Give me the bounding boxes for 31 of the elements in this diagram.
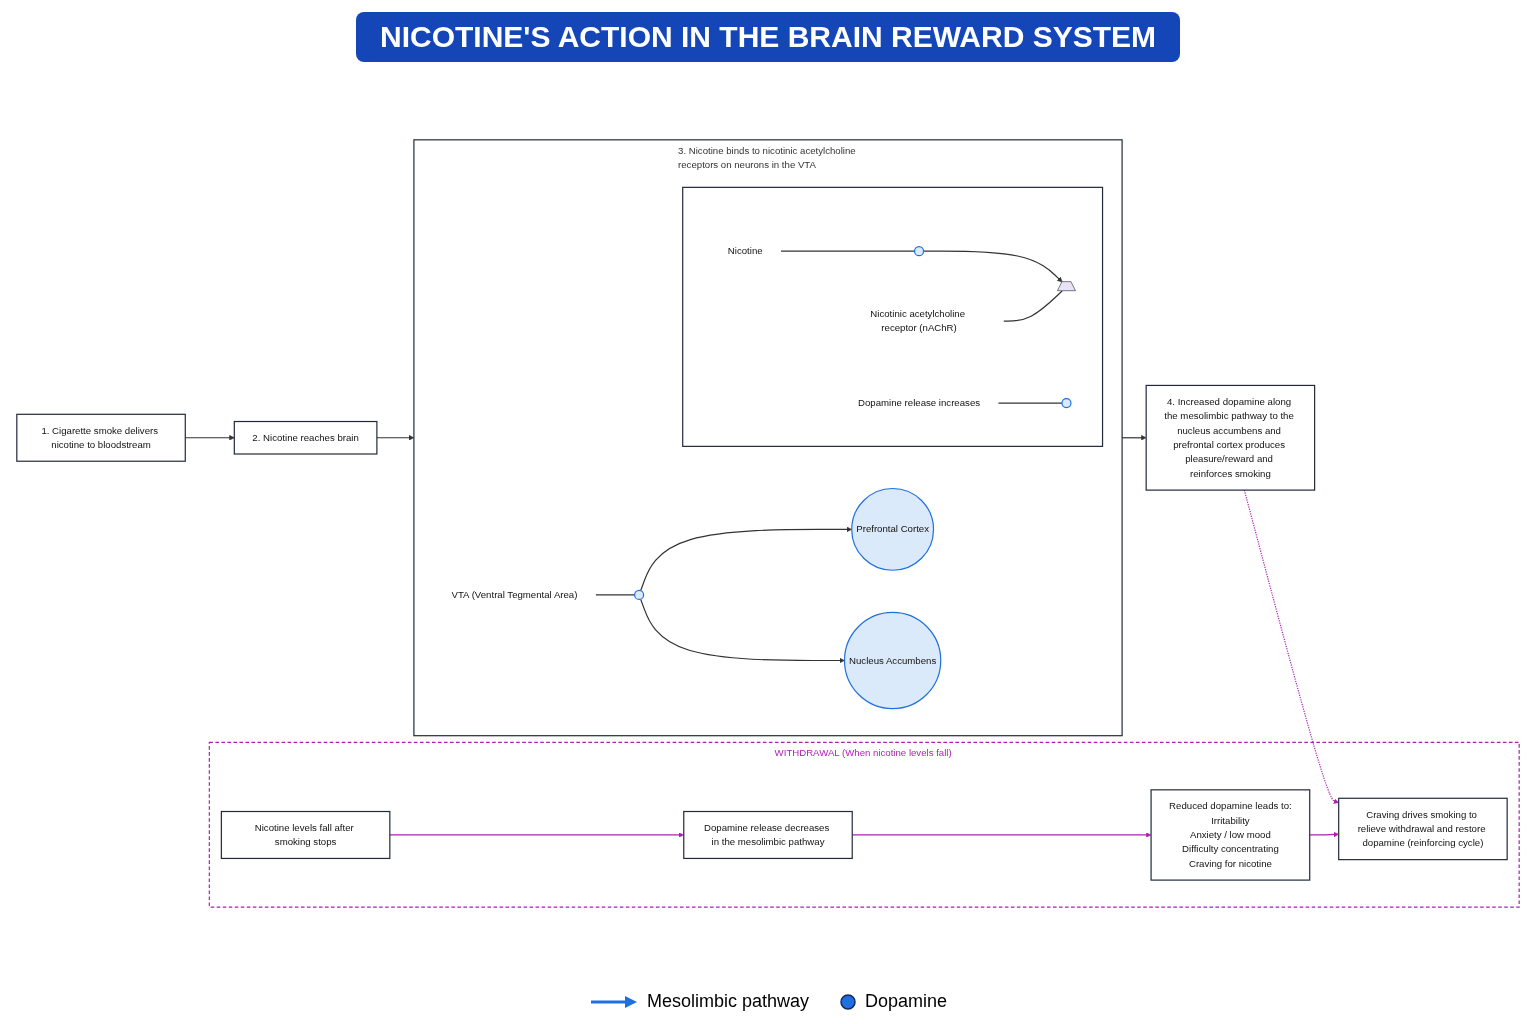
- arrow: [640, 526, 852, 592]
- node-picture: [1057, 281, 1076, 291]
- arrow: [389, 832, 684, 838]
- node-circle: Nucleus Accumbens: [843, 611, 942, 710]
- connector: [780, 250, 916, 252]
- cluster: [682, 186, 1104, 447]
- node-box: 2. Nicotine reaches brain: [233, 420, 378, 455]
- legend-text: Dopamine: [865, 991, 948, 1012]
- connector: [1002, 290, 1063, 322]
- title-banner: NICOTINE'S ACTION IN THE BRAIN REWARD SYSTEM: [355, 12, 1180, 62]
- node-circle: [913, 246, 925, 257]
- node-box: Craving drives smoking to relieve withdrawal and restore dopamine (reinforcing cycle): [1338, 797, 1508, 861]
- connector: [997, 402, 1063, 404]
- node-text: VTA (Ventral Tegmental Area): [451, 589, 578, 600]
- node-box: Nicotine levels fall after smoking stops: [220, 810, 391, 860]
- arrow: [640, 598, 845, 664]
- node-text: Nicotine: [727, 245, 763, 256]
- node-box: Dopamine release decreases in the mesolimbic pathway: [683, 810, 853, 860]
- node-box: 4. Increased dopamine along the mesolimbic pathway to the nucleus accumbens and prefrontal cortex produces pleasure/reward and reinforces smoking: [1145, 384, 1316, 491]
- connector: [594, 594, 636, 596]
- node-circle: [1061, 397, 1072, 409]
- node-box: Reduced dopamine leads to: Irritability Anxiety / low mood Difficulty concentrating Craving for nicotine: [1150, 789, 1311, 881]
- node-text: Nicotinic acetylcholine receptor (nAChR): [870, 308, 966, 334]
- legend-text: Mesolimbic pathway: [646, 991, 809, 1012]
- arrow: [922, 250, 1063, 283]
- node-circle: [634, 589, 645, 601]
- node-circle: Prefrontal Cortex: [851, 487, 935, 571]
- node-box: 1. Cigarette smoke delivers nicotine to bloodstream: [16, 413, 186, 462]
- arrow: [1309, 831, 1339, 838]
- node-text: Dopamine release increases: [858, 397, 981, 408]
- arrow: [1243, 489, 1339, 804]
